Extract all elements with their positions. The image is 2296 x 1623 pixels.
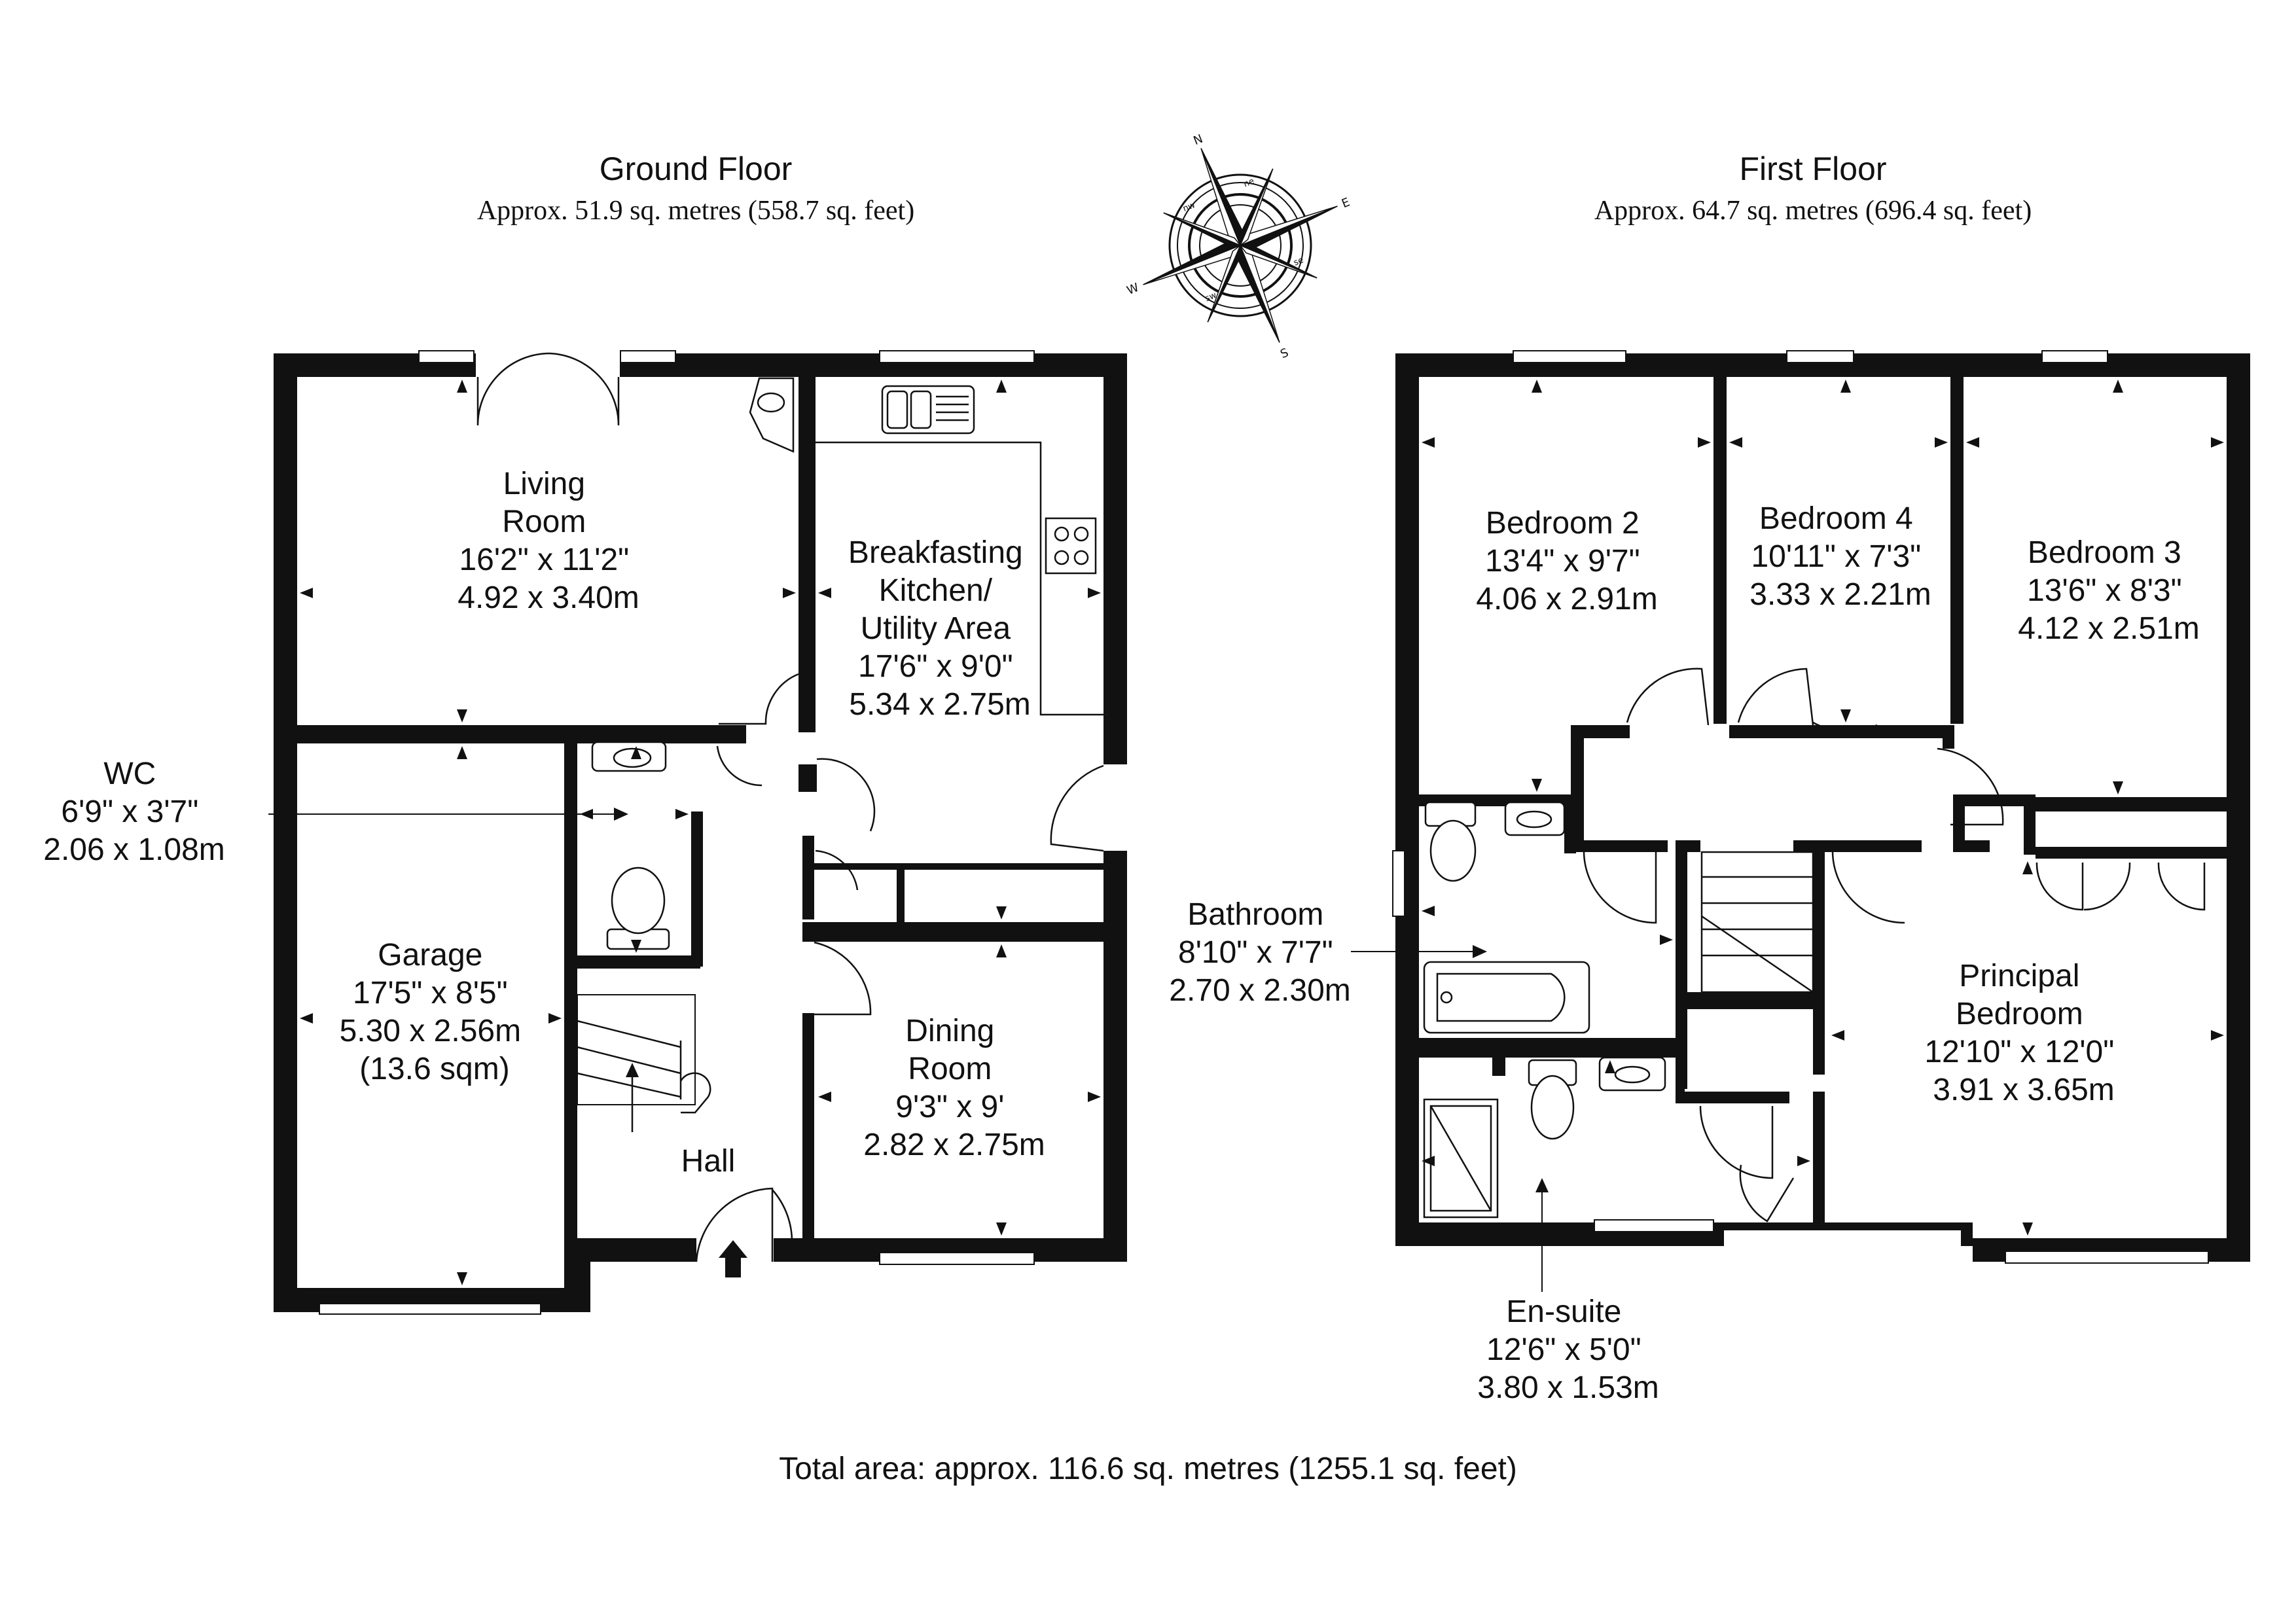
- living-room-metric: 4.92 x 3.40m: [457, 580, 639, 615]
- dining-room-name-2: Room: [908, 1052, 992, 1086]
- compass-rose: N ne E se S sw W nw: [1125, 132, 1352, 362]
- bedroom4-name: Bedroom 4: [1759, 501, 1913, 536]
- bedroom4-metric: 3.33 x 2.21m: [1749, 577, 1931, 612]
- ground-floor-dimension-marks: [268, 380, 1101, 1285]
- svg-text:Bedroom 3 13'6" x 8'3": Bedroom 3 13'6" x 8'3" 4.12 x 2.51m: [2018, 535, 2200, 646]
- bedroom2-imperial: 13'4" x 9'7": [1485, 544, 1640, 579]
- bathroom-imperial: 8'10" x 7'7": [1178, 935, 1333, 970]
- compass-label-nw: nw: [1181, 200, 1196, 214]
- compass-label-w: W: [1125, 281, 1141, 298]
- bedroom2-metric: 4.06 x 2.91m: [1476, 582, 1658, 616]
- bedroom3-metric: 4.12 x 2.51m: [2018, 611, 2200, 646]
- ground-floor-walls: [274, 353, 1127, 1312]
- ensuite-name: En-suite: [1506, 1294, 1621, 1329]
- living-room-name-1: Living: [503, 467, 585, 501]
- bathroom-name: Bathroom: [1187, 897, 1323, 932]
- living-room-name-2: Room: [502, 505, 586, 539]
- first-floor-dimension-marks: [1351, 380, 2224, 1292]
- bedroom3-imperial: 13'6" x 8'3": [2027, 573, 2182, 608]
- ground-floor-area: Approx. 51.9 sq. metres (558.7 sq. feet): [477, 196, 914, 226]
- first-floor-title: First Floor: [1740, 151, 1887, 187]
- kitchen-metric: 5.34 x 2.75m: [849, 687, 1031, 722]
- bathroom-metric: 2.70 x 2.30m: [1169, 973, 1351, 1008]
- svg-text:WC 6'9" x 3'7" 2.0: WC 6'9" x 3'7" 2.06 x 1.08m: [43, 757, 225, 867]
- kitchen-imperial: 17'6" x 9'0": [858, 649, 1013, 684]
- svg-text:Bathroom 8'10" x 7'7": Bathroom 8'10" x 7'7" 2.70 x 2.30m: [1169, 897, 1351, 1008]
- compass-label-s: S: [1278, 346, 1290, 361]
- bedroom2-name: Bedroom 2: [1486, 506, 1640, 541]
- first-floor-area: Approx. 64.7 sq. metres (696.4 sq. feet): [1594, 196, 2032, 226]
- compass-label-se: se: [1293, 255, 1305, 268]
- garage-metric: 5.30 x 2.56m: [340, 1014, 522, 1048]
- dining-room-imperial: 9'3" x 9': [895, 1090, 1004, 1124]
- svg-text:En-suite 12'6" x 5'0": En-suite 12'6" x 5'0" 3.80 x 1.53m: [1477, 1294, 1659, 1405]
- ground-floor-labels: Living Room 16'2" x 11'2" 4.92 x 3.40m B…: [43, 467, 1045, 1179]
- dining-room-metric: 2.82 x 2.75m: [863, 1128, 1045, 1162]
- bedroom3-name: Bedroom 3: [2028, 535, 2181, 570]
- kitchen-name-1: Breakfasting: [848, 535, 1023, 570]
- living-room-imperial: 16'2" x 11'2": [459, 543, 629, 577]
- compass-label-e: E: [1340, 196, 1352, 211]
- principal-bedroom-name-2: Bedroom: [1956, 997, 2083, 1031]
- garage-sqm: (13.6 sqm): [359, 1052, 509, 1086]
- principal-bedroom-metric: 3.91 x 3.65m: [1933, 1073, 2115, 1107]
- first-floor-labels: Bedroom 2 13'4" x 9'7" 4.06 x 2.91m Bedr…: [1169, 501, 2200, 1405]
- svg-text:Principal Bedroom: Principal Bedroom 12'10" x 12'0" 3.91 x …: [1924, 959, 2123, 1107]
- wc-name: WC: [103, 757, 156, 791]
- svg-text:Breakfasting Kitchen/: Breakfasting Kitchen/ Utility Area 17'6"…: [848, 535, 1031, 722]
- first-floor-windows: [1392, 350, 2209, 1264]
- first-floor-doors: [1583, 668, 2206, 1222]
- dining-room-name-1: Dining: [905, 1014, 994, 1048]
- kitchen-name-3: Utility Area: [861, 611, 1011, 646]
- garage-name: Garage: [378, 938, 482, 972]
- principal-bedroom-name-1: Principal: [1959, 959, 2079, 993]
- svg-text:Bedroom 2 13'4" x 9'7": Bedroom 2 13'4" x 9'7" 4.06 x 2.91m: [1476, 506, 1658, 616]
- ensuite-imperial: 12'6" x 5'0": [1486, 1332, 1641, 1367]
- compass-label-sw: sw: [1204, 291, 1218, 304]
- hall-label: Hall: [681, 1144, 736, 1179]
- ensuite-metric: 3.80 x 1.53m: [1477, 1370, 1659, 1405]
- wc-metric: 2.06 x 1.08m: [43, 832, 225, 867]
- total-area: Total area: approx. 116.6 sq. metres (12…: [779, 1452, 1517, 1486]
- principal-bedroom-imperial: 12'10" x 12'0": [1924, 1035, 2114, 1069]
- first-floor-walls: [1395, 353, 2250, 1262]
- svg-text:Dining Room 9'3" x: Dining Room 9'3" x 9' 2.82 x 2.75m: [863, 1014, 1045, 1162]
- compass-label-n: N: [1192, 132, 1205, 149]
- wc-imperial: 6'9" x 3'7": [61, 794, 198, 829]
- compass-label-ne: ne: [1242, 177, 1256, 190]
- svg-text:Living Room 16'2": Living Room 16'2" x 11'2" 4.92 x 3.40m: [457, 467, 639, 615]
- svg-text:Garage 17'5" x 8'5": Garage 17'5" x 8'5" 5.30 x 2.56m (13.6 s…: [340, 938, 530, 1086]
- first-floor-fixtures: [1423, 801, 1814, 1219]
- ground-floor-fixtures: [577, 377, 1103, 1277]
- svg-text:Bedroom 4 10'11" x 7'3": Bedroom 4 10'11" x 7'3" 3.33 x 2.21m: [1749, 501, 1931, 612]
- ground-floor-title: Ground Floor: [600, 151, 793, 187]
- bedroom4-imperial: 10'11" x 7'3": [1751, 539, 1921, 574]
- ground-floor-windows: [319, 350, 1035, 1315]
- garage-imperial: 17'5" x 8'5": [353, 976, 508, 1010]
- kitchen-name-2: Kitchen/: [879, 573, 993, 608]
